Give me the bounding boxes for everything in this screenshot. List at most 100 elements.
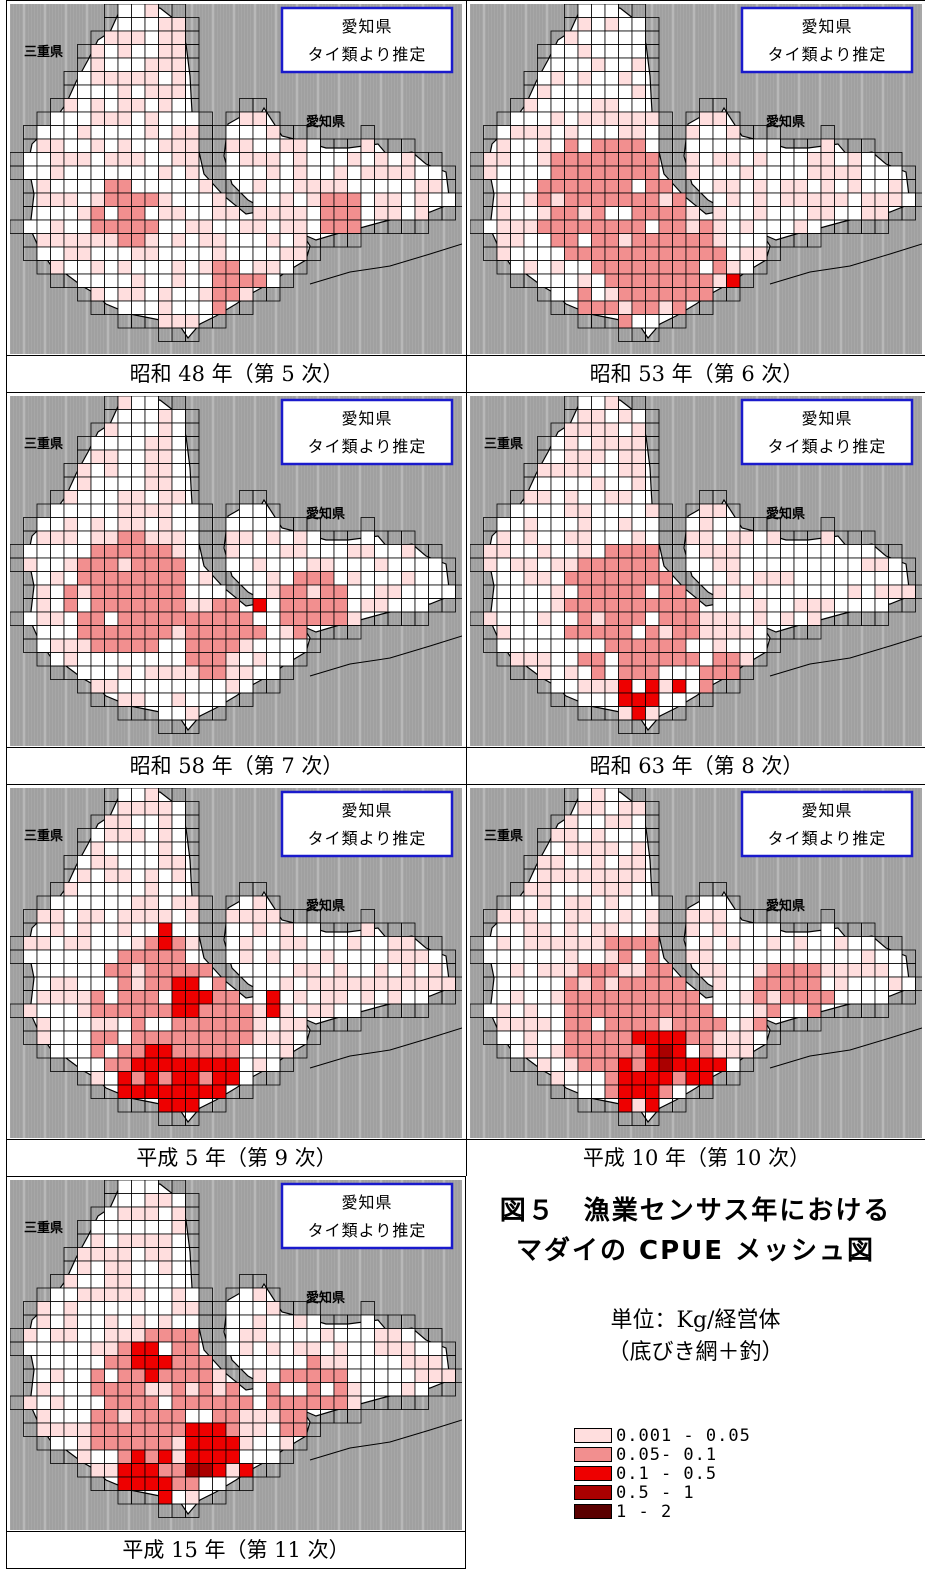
mesh-cell — [766, 963, 781, 978]
mesh-cell — [252, 1003, 267, 1018]
mesh-cell — [36, 233, 51, 248]
mesh-cell — [158, 1341, 173, 1356]
mesh-cell — [198, 990, 213, 1005]
mesh-cell — [428, 1368, 443, 1383]
mesh-cell — [266, 165, 281, 180]
mesh-cell — [212, 1368, 227, 1383]
mesh-cell — [604, 1044, 619, 1059]
mesh-cell — [739, 1030, 754, 1045]
mesh-cell — [496, 544, 511, 559]
mesh-cell — [185, 1287, 200, 1302]
mesh-cell — [131, 57, 146, 72]
mesh-cell — [90, 841, 105, 856]
mesh-cell — [158, 1193, 173, 1208]
mesh-cell — [618, 111, 633, 126]
mesh-cell — [685, 206, 700, 221]
mesh-cell — [266, 544, 281, 559]
mesh-cell — [117, 436, 132, 451]
mesh-cell — [591, 652, 606, 667]
mesh-cell — [618, 841, 633, 856]
mesh-cell — [510, 963, 525, 978]
mesh-cell — [50, 990, 65, 1005]
mesh-cell — [36, 1382, 51, 1397]
box-prefecture-label: 愛知県 — [341, 1193, 392, 1212]
mesh-cell — [564, 598, 579, 613]
mesh-cell — [523, 111, 538, 126]
mesh-cell — [564, 57, 579, 72]
mesh-cell — [577, 571, 592, 586]
mesh-cell — [401, 963, 416, 978]
mesh-cell — [672, 1084, 687, 1099]
mesh-cell — [36, 152, 51, 167]
mesh-cell — [374, 192, 389, 207]
mesh-cell — [861, 165, 876, 180]
mesh-cell — [604, 652, 619, 667]
mesh-cell — [293, 625, 308, 640]
mesh-cell — [564, 963, 579, 978]
mesh-cell — [239, 909, 254, 924]
mesh-cell — [158, 1098, 173, 1113]
mesh-cell — [77, 990, 92, 1005]
mesh-cell — [604, 530, 619, 545]
prefecture-box — [280, 1182, 454, 1250]
mesh-cell — [144, 922, 159, 937]
mesh-cell — [266, 219, 281, 234]
mesh-cell — [739, 1017, 754, 1032]
mesh-cell — [726, 1044, 741, 1059]
mesh-cell — [212, 1463, 227, 1478]
mesh-cell — [171, 922, 186, 937]
mesh-cell — [550, 611, 565, 626]
mesh-cell — [90, 1003, 105, 1018]
mesh-cell — [185, 314, 200, 329]
mesh-cell — [171, 828, 186, 843]
mesh-cell — [347, 152, 362, 167]
mesh-cell — [712, 152, 727, 167]
mesh-cell — [820, 598, 835, 613]
mesh-cell — [293, 1395, 308, 1410]
mesh-cell — [225, 246, 240, 261]
mesh-cell — [77, 625, 92, 640]
mesh-cell — [604, 828, 619, 843]
mesh-grid — [10, 4, 462, 342]
mesh-cell — [564, 246, 579, 261]
mesh-cell — [374, 1368, 389, 1383]
mesh-cell — [618, 638, 633, 653]
mesh-cell — [726, 625, 741, 640]
mesh-cell — [793, 179, 808, 194]
mesh-cell — [320, 976, 335, 991]
mesh-cell — [320, 152, 335, 167]
mesh-cell — [158, 1003, 173, 1018]
mesh-cell — [618, 246, 633, 261]
mesh-cell — [618, 571, 633, 586]
mesh-cell — [712, 503, 727, 518]
mesh-cell — [36, 571, 51, 586]
mesh-cell — [252, 1449, 267, 1464]
mesh-cell — [537, 125, 552, 140]
mesh-cell — [631, 206, 646, 221]
mesh-cell — [104, 152, 119, 167]
mesh-cell — [252, 1287, 267, 1302]
mesh-cell — [766, 179, 781, 194]
mesh-cell — [510, 517, 525, 532]
mesh-cell — [144, 84, 159, 99]
mesh-cell — [618, 206, 633, 221]
mesh-cell — [144, 463, 159, 478]
mesh-cell — [483, 949, 498, 964]
mesh-cell — [90, 828, 105, 843]
mesh-cell — [63, 530, 78, 545]
mesh-cell — [360, 179, 375, 194]
mesh-cell — [510, 976, 525, 991]
mesh-cell — [279, 192, 294, 207]
mesh-cell — [604, 665, 619, 680]
mesh-cell — [144, 17, 159, 32]
mesh-cell — [739, 665, 754, 680]
mesh-cell — [63, 584, 78, 599]
mesh-cell — [793, 976, 808, 991]
mesh-cell — [131, 219, 146, 234]
mesh-cell — [577, 517, 592, 532]
mesh-cell — [564, 98, 579, 113]
mesh-cell — [239, 557, 254, 572]
mesh-cell — [158, 598, 173, 613]
mesh-cell — [387, 571, 402, 586]
mesh-cell — [239, 1422, 254, 1437]
